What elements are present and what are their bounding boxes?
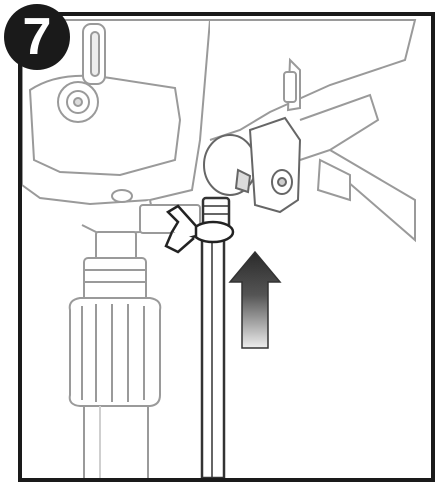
- arrow-up-icon: [228, 250, 282, 349]
- hinge-assembly: [203, 116, 302, 214]
- panel-border: [18, 12, 435, 482]
- adjust-knob: [57, 81, 99, 123]
- step-number: 7: [22, 8, 52, 66]
- wing-clamp-icon: [164, 204, 235, 254]
- step-number-badge: 7: [4, 4, 70, 70]
- sprayer-frame: [209, 19, 417, 243]
- suction-tube: [68, 297, 162, 480]
